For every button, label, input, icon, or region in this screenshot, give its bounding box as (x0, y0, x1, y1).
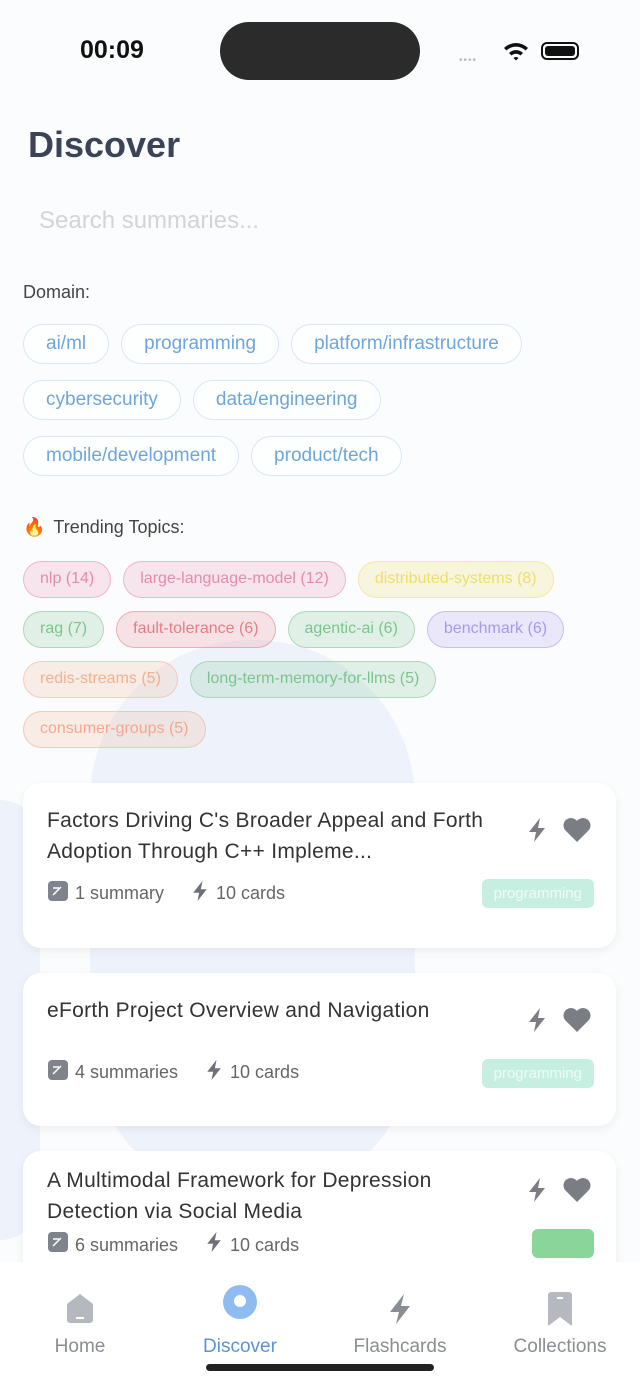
wifi-icon (504, 43, 528, 61)
bookmark-icon (548, 1292, 572, 1326)
domain-badge (532, 1229, 594, 1258)
domain-badge: programming (481, 1059, 594, 1088)
card-title: eForth Project Overview and Navigation (47, 999, 430, 1022)
domain-chip[interactable]: mobile/development (23, 436, 240, 476)
summary-icon (47, 880, 69, 907)
tab-label: Flashcards (353, 1336, 447, 1357)
status-bar: 00:09 •••• (0, 0, 640, 100)
domain-badge: programming (481, 879, 594, 908)
summary-icon (47, 1231, 69, 1258)
flashcard-icon[interactable] (526, 1007, 548, 1038)
heart-icon[interactable] (562, 817, 592, 848)
tab-label: Discover (203, 1336, 277, 1357)
flashcard-icon[interactable] (526, 1177, 548, 1208)
domain-chip[interactable]: ai/ml (23, 324, 110, 364)
domain-chip[interactable]: platform/infrastructure (291, 324, 522, 364)
topic-chip[interactable]: long-term-memory-for-llms (5) (189, 661, 437, 698)
tab-label: Home (54, 1336, 106, 1357)
card-title: A Multimodal Framework for Depression De… (47, 1169, 432, 1223)
heart-icon[interactable] (562, 1177, 592, 1208)
domain-chip[interactable]: product/tech (251, 436, 402, 476)
search-input[interactable] (24, 198, 614, 244)
domain-filters: ai/ml programming platform/infrastructur… (23, 324, 620, 492)
cards-icon (204, 1231, 224, 1258)
status-time: 00:09 (80, 36, 144, 64)
topic-chip[interactable]: rag (7) (23, 611, 105, 648)
page-title: Discover (28, 124, 181, 165)
summary-count: 6 summaries (75, 1234, 179, 1255)
topic-chip[interactable]: consumer-groups (5) (23, 711, 206, 748)
card-count: 10 cards (216, 883, 286, 903)
topic-chip[interactable]: large-language-model (12) (123, 561, 346, 598)
cards-icon (204, 1059, 224, 1086)
home-icon (67, 1294, 93, 1323)
summary-card[interactable]: Factors Driving C's Broader Appeal and F… (23, 783, 616, 948)
summary-icon (47, 1059, 69, 1086)
tab-label: Collections (513, 1336, 607, 1357)
topic-chip[interactable]: nlp (14) (23, 561, 112, 598)
card-title: Factors Driving C's Broader Appeal and F… (47, 809, 484, 863)
topic-chip[interactable]: distributed-systems (8) (357, 561, 554, 598)
topic-chip[interactable]: benchmark (6) (426, 611, 565, 648)
topic-chip[interactable]: fault-tolerance (6) (116, 611, 276, 648)
trending-header: 🔥 Trending Topics: (23, 517, 185, 538)
domain-chip[interactable]: cybersecurity (23, 380, 181, 420)
domain-chip[interactable]: data/engineering (192, 380, 381, 420)
flashcards-icon (390, 1294, 410, 1324)
battery-icon (541, 42, 579, 60)
trending-topics: nlp (14) large-language-model (12) distrib… (23, 561, 620, 761)
card-count: 10 cards (230, 1234, 300, 1255)
dynamic-island (220, 22, 420, 80)
topic-chip[interactable]: redis-streams (5) (23, 661, 178, 698)
card-count: 10 cards (230, 1062, 300, 1082)
fire-icon: 🔥 (23, 517, 46, 537)
heart-icon[interactable] (562, 1007, 592, 1038)
summary-count: 4 summaries (75, 1062, 179, 1082)
home-indicator (206, 1364, 434, 1371)
summary-card[interactable]: eForth Project Overview and Navigation 4… (23, 973, 616, 1126)
flashcard-icon[interactable] (526, 817, 548, 848)
domain-label: Domain: (23, 282, 91, 302)
domain-chip[interactable]: programming (121, 324, 280, 364)
cards-icon (190, 880, 210, 907)
discover-icon (223, 1285, 257, 1319)
topic-chip[interactable]: agentic-ai (6) (287, 611, 415, 648)
summary-count: 1 summary (75, 883, 165, 903)
signal-icon: •••• (459, 55, 478, 66)
trending-label: Trending Topics: (53, 517, 185, 537)
